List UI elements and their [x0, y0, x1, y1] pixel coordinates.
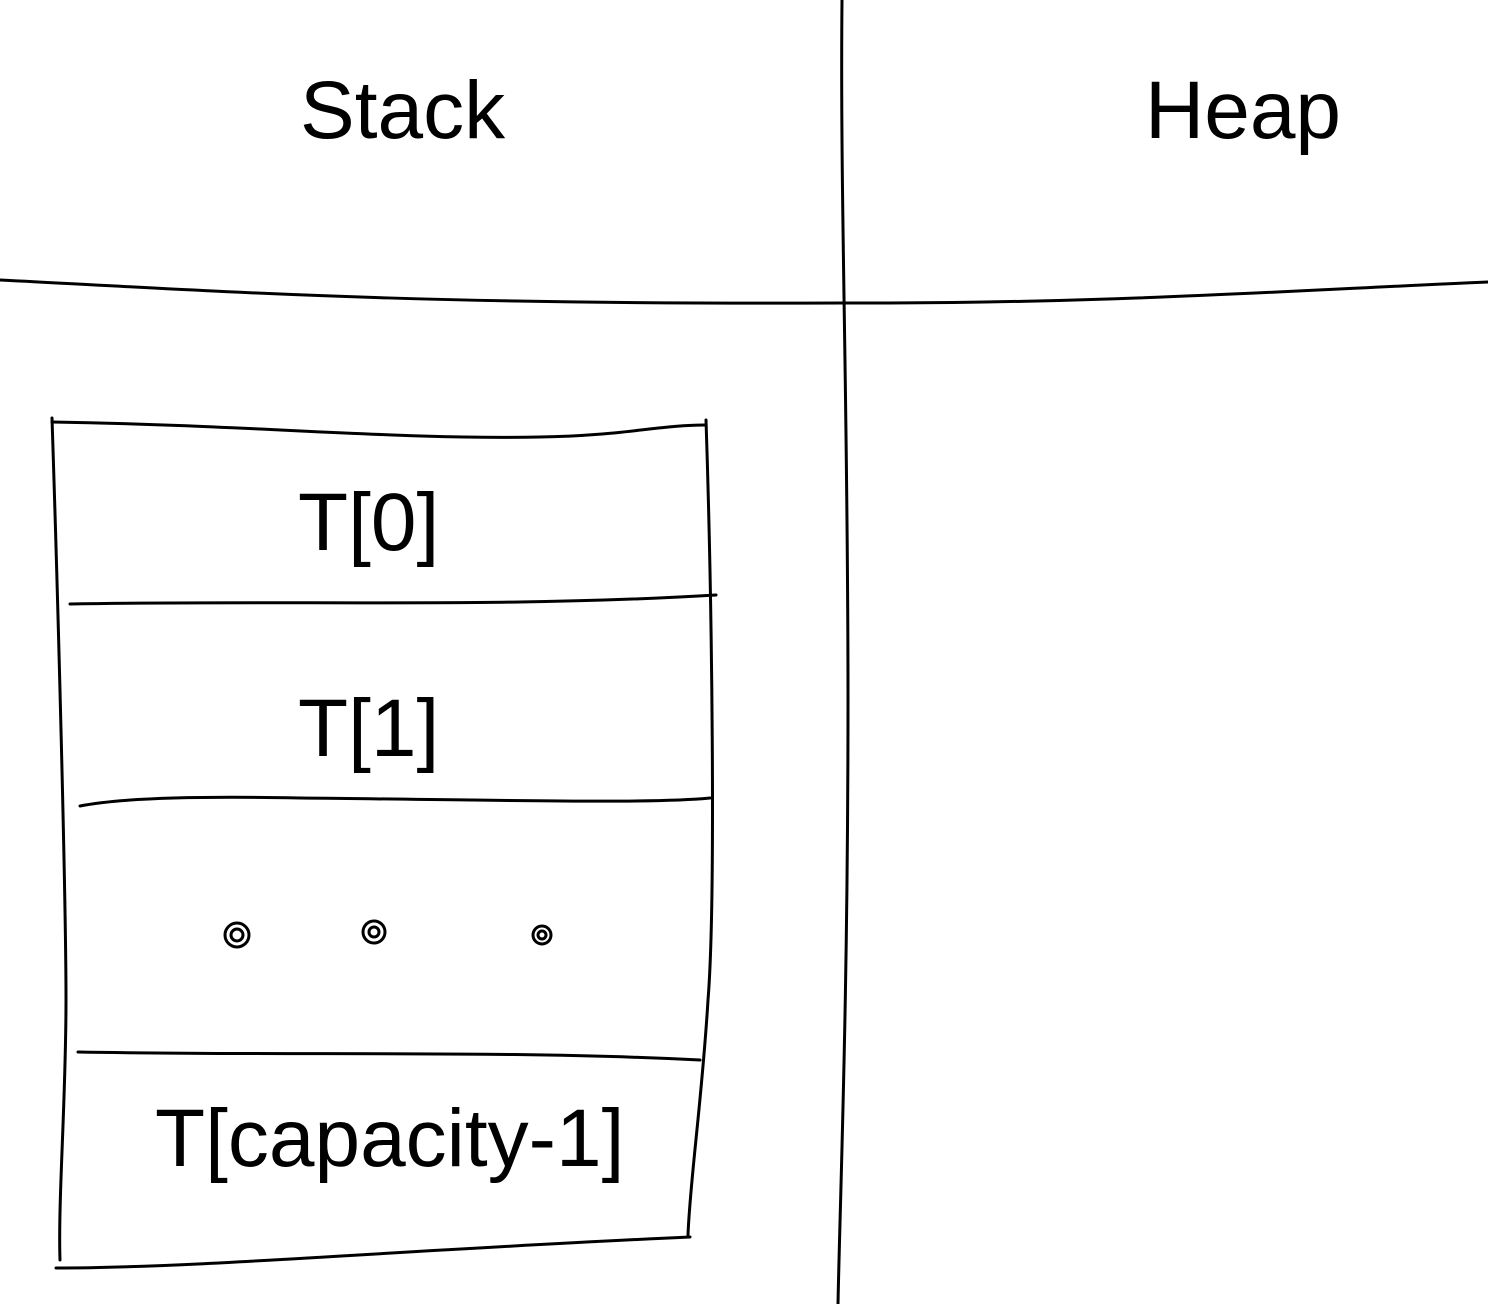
dot-icon: [223, 921, 251, 949]
row-divider-2: [78, 795, 712, 808]
cell-label-0: T[0]: [298, 477, 440, 568]
dot-icon: [361, 919, 387, 945]
ellipsis-dots: [223, 919, 553, 949]
vertical-divider: [836, 0, 850, 1304]
dot-icon: [531, 924, 553, 946]
stack-header: Stack: [300, 65, 506, 156]
stack-box-top: [50, 420, 707, 439]
stack-box-left: [50, 416, 68, 1262]
row-divider-3: [76, 1050, 702, 1062]
row-divider-1: [68, 593, 718, 606]
stack-box-right: [686, 418, 714, 1237]
horizontal-divider: [0, 278, 1488, 305]
cell-label-last: T[capacity-1]: [155, 1093, 625, 1184]
stack-box-bottom: [54, 1235, 692, 1270]
heap-header: Heap: [1145, 65, 1342, 156]
cell-label-1: T[1]: [298, 683, 440, 774]
